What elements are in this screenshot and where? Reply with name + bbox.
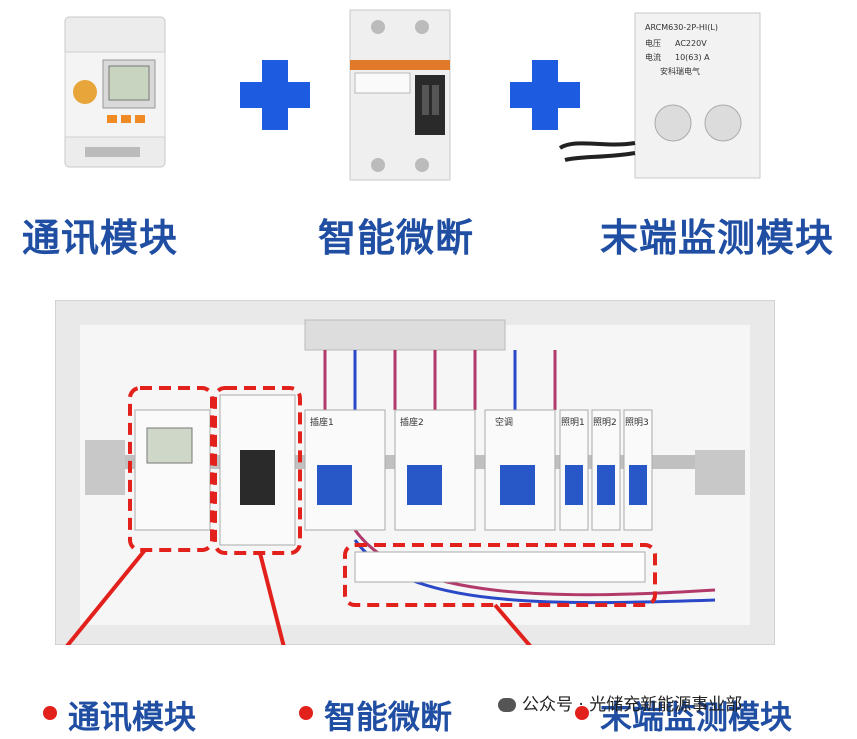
label-smart-breaker: 智能微断 — [324, 698, 453, 736]
product-row: ARCM630-2P-HI(L) 电压 AC220V 电流 10(63) A 安… — [0, 0, 857, 270]
panel-breaker-label: 照明2 — [593, 417, 617, 428]
callout-dot — [575, 706, 589, 720]
sensor-voltage-label: 电压 — [645, 38, 661, 48]
sensor-current-value: 10(63) A — [675, 53, 710, 62]
caption-smart-breaker: 智能微断 — [318, 216, 475, 260]
plus-icon — [240, 60, 310, 130]
watermark: 公众号 · 光储充新能源事业部 — [498, 690, 742, 715]
panel-breaker-label: 照明3 — [625, 417, 649, 428]
panel-breaker-label: 照明1 — [561, 417, 585, 428]
smart-breaker-image — [349, 9, 451, 181]
sensor-voltage-value: AC220V — [675, 39, 707, 48]
distribution-panel-image: 插座1 插座2 空调 照明1 照明2 照明3 — [55, 300, 775, 645]
label-communication-module: 通讯模块 — [68, 698, 197, 736]
callout-dot — [43, 706, 57, 720]
terminal-monitor-image: ARCM630-2P-HI(L) 电压 AC220V 电流 10(63) A 安… — [558, 12, 761, 179]
sensor-brand-text: 安科瑞电气 — [660, 66, 700, 76]
watermark-text: 公众号 · 光储充新能源事业部 — [522, 695, 743, 715]
communication-module-image — [64, 16, 166, 168]
plus-icon — [510, 60, 580, 130]
callout-dot — [299, 706, 313, 720]
sensor-model-text: ARCM630-2P-HI(L) — [645, 23, 718, 32]
caption-terminal-monitor: 末端监测模块 — [600, 216, 835, 260]
panel-breaker-label: 插座1 — [310, 416, 334, 428]
label-terminal-monitor: 末端监测模块 — [600, 698, 793, 736]
panel-breaker-label: 空调 — [495, 416, 513, 428]
panel-breaker-label: 插座2 — [400, 416, 424, 428]
caption-communication-module: 通讯模块 — [22, 216, 179, 260]
sensor-current-label: 电流 — [645, 52, 661, 62]
wechat-icon — [498, 698, 516, 712]
